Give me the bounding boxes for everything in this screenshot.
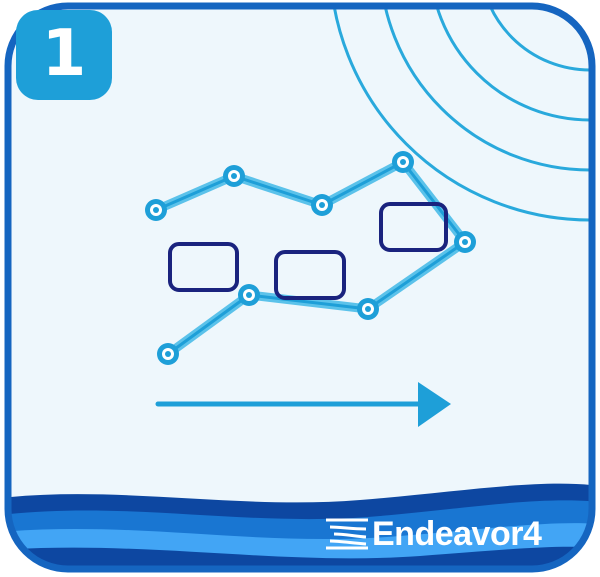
empty-box-right [379,202,448,252]
bottom-waves [8,483,592,569]
direction-arrow-icon [155,382,451,427]
card-border [4,2,596,573]
step-number: 1 [41,17,87,91]
route-path-icon [145,151,476,365]
brand-name: Endeavor4 [372,514,542,553]
route-node [145,199,167,221]
route-node [392,151,414,173]
route-node [454,231,476,253]
empty-box-middle [274,250,346,300]
brand-logo: Endeavor4 [322,514,542,554]
route-node [223,165,245,187]
route-node [157,343,179,365]
step-badge: 1 [16,10,112,100]
route-node [357,298,379,320]
card-background [8,6,592,569]
empty-box-left [168,242,239,292]
route-node [238,284,260,306]
route-node [311,194,333,216]
brand-logo-icon [326,518,368,550]
